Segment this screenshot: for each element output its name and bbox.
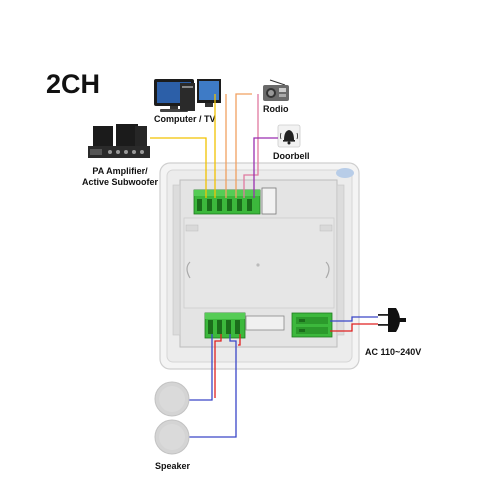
wire-speaker2-red — [238, 334, 241, 346]
amplifier-label-line2: Active Subwoofer — [82, 177, 159, 187]
ac-label: AC 110~240V — [365, 347, 421, 357]
wire-speaker2-blue — [188, 334, 237, 438]
speaker-icon-2 — [154, 419, 190, 455]
radio-label: Rodio — [263, 104, 289, 114]
wire-ac-red — [330, 323, 378, 332]
wire-doorbell — [253, 137, 278, 198]
wire-speaker1-red — [214, 334, 222, 398]
wire-amplifier — [150, 137, 207, 198]
amplifier-label-line1: PA Amplifier/ — [92, 166, 148, 176]
speaker-label: Speaker — [155, 461, 191, 471]
power-plug-icon — [378, 308, 406, 332]
computer-label: Computer / TV — [154, 114, 216, 124]
wire-speaker1-blue — [188, 334, 213, 401]
doorbell-icon — [277, 124, 301, 148]
wall-panel — [159, 162, 360, 370]
wire-ac-blue — [330, 316, 378, 322]
diagram-title: 2CH — [46, 69, 100, 99]
radio-icon — [263, 79, 289, 101]
amplifier-icon — [88, 124, 150, 158]
computer-icon — [154, 79, 221, 112]
power-terminal-block — [291, 312, 333, 338]
wire-radio-orange — [235, 93, 252, 198]
wire-radio-pink — [243, 94, 259, 198]
speaker-icon-1 — [154, 381, 190, 417]
wires — [150, 93, 378, 438]
doorbell-label: Doorbell — [273, 151, 310, 161]
input-terminal-block — [193, 189, 261, 215]
speaker-terminal-block — [204, 312, 246, 339]
